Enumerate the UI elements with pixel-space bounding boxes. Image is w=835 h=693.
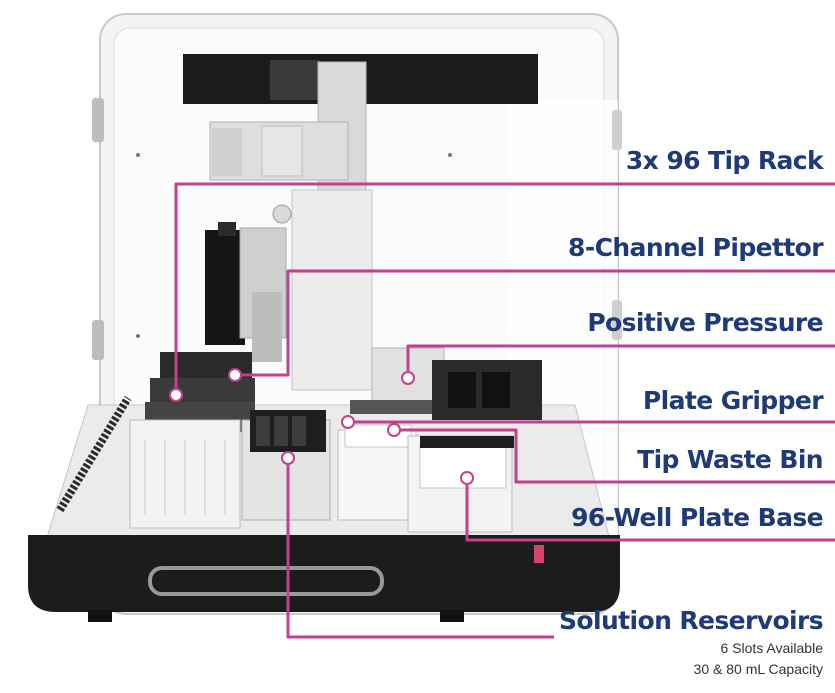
label-solution-reservoirs: Solution Reservoirs — [559, 606, 824, 635]
gantry-arm — [209, 61, 373, 391]
leader-line-well-plate-base — [465, 478, 835, 542]
reservoir-slots-note: 6 Slots Available — [720, 640, 823, 656]
callout-markers — [169, 368, 474, 485]
marker-well-plate-base — [460, 471, 474, 485]
marker-solution-reservoirs — [281, 451, 295, 465]
leader-line-solution-reservoirs — [286, 458, 554, 639]
reservoir-capacity-note: 30 & 80 mL Capacity — [693, 661, 823, 677]
leader-line-positive-pressure — [406, 344, 835, 378]
leader-line-tip-waste-bin — [394, 428, 835, 484]
leader-lines — [174, 182, 835, 639]
label-plate-gripper: Plate Gripper — [642, 386, 824, 415]
label-tip-rack: 3x 96 Tip Rack — [625, 146, 824, 175]
leader-line-tip-rack — [174, 182, 835, 395]
well-plate-unit — [407, 435, 514, 533]
marker-pipettor — [228, 368, 242, 382]
marker-tip-waste-bin — [387, 423, 401, 437]
label-tip-waste-bin: Tip Waste Bin — [637, 445, 823, 474]
marker-plate-gripper — [341, 415, 355, 429]
label-well-plate-base: 96-Well Plate Base — [571, 503, 823, 532]
pipettor-head — [205, 204, 292, 362]
tip-waste-bin-unit — [337, 424, 417, 521]
label-positive-pressure: Positive Pressure — [587, 308, 823, 337]
marker-tip-rack — [169, 388, 183, 402]
label-pipettor: 8-Channel Pipettor — [568, 233, 824, 262]
right-modules — [432, 360, 542, 420]
marker-positive-pressure — [401, 371, 415, 385]
leader-line-pipettor — [235, 269, 835, 377]
solution-reservoirs-unit — [241, 410, 331, 521]
